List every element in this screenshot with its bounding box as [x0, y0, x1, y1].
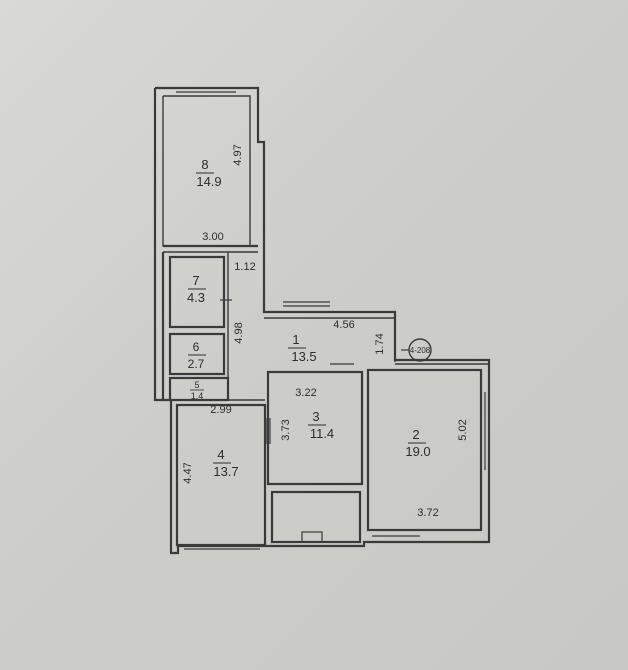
room3-area: 11.4: [310, 426, 334, 441]
dim-room8-width: 3.00: [202, 231, 223, 243]
dim-room2-length: 5.02: [457, 419, 469, 440]
dim-room4-width: 2.99: [210, 404, 231, 416]
dim-room1-width: 1.74: [374, 333, 386, 354]
dim-room3-length: 3.73: [280, 419, 292, 440]
outer-wall: [153, 86, 491, 555]
room2-area: 19.0: [405, 444, 430, 459]
room3-outline: [266, 370, 364, 486]
room3-number: 3: [312, 409, 319, 424]
room4-number: 4: [217, 447, 224, 462]
room5-area: 1.4: [191, 391, 204, 401]
room2-number: 2: [412, 427, 419, 442]
dim-corridor-width: 1.12: [234, 261, 255, 273]
loggia-outline: [270, 490, 362, 544]
dim-corridor-length: 4.98: [233, 322, 245, 343]
dim-room1-length: 4.56: [333, 319, 354, 331]
openings: [176, 91, 486, 550]
room6-area: 2.7: [188, 357, 205, 371]
room-labels: 8 14.9 7 4.3 6 2.7 5 1.4 1 13.5 3 11.4 4…: [187, 157, 431, 479]
room6-outline: [168, 332, 226, 376]
room6-number: 6: [193, 340, 200, 354]
room8-area: 14.9: [196, 174, 221, 189]
room2-outline: [366, 368, 483, 532]
room7-area: 4.3: [187, 290, 205, 305]
dim-room2-width: 3.72: [417, 507, 438, 519]
room4-area: 13.7: [213, 464, 238, 479]
dim-room8-length: 4.97: [232, 144, 244, 165]
dim-room3-width: 3.22: [295, 387, 316, 399]
marker-label: 4-208: [410, 346, 431, 355]
room1-outline: [264, 317, 396, 362]
room7-outline: [168, 255, 226, 329]
walls: [153, 86, 491, 555]
room7-number: 7: [192, 273, 199, 288]
dimension-labels: 3.00 4.97 1.12 4.98 4.56 1.74 3.22 3.73 …: [182, 144, 469, 519]
loggia-step: [301, 531, 323, 543]
room5-number: 5: [194, 380, 199, 390]
room1-area: 13.5: [291, 349, 316, 364]
room8-number: 8: [201, 157, 208, 172]
room1-number: 1: [292, 332, 299, 347]
room4-outline: [175, 403, 267, 547]
dim-room4-length: 4.47: [182, 462, 194, 483]
